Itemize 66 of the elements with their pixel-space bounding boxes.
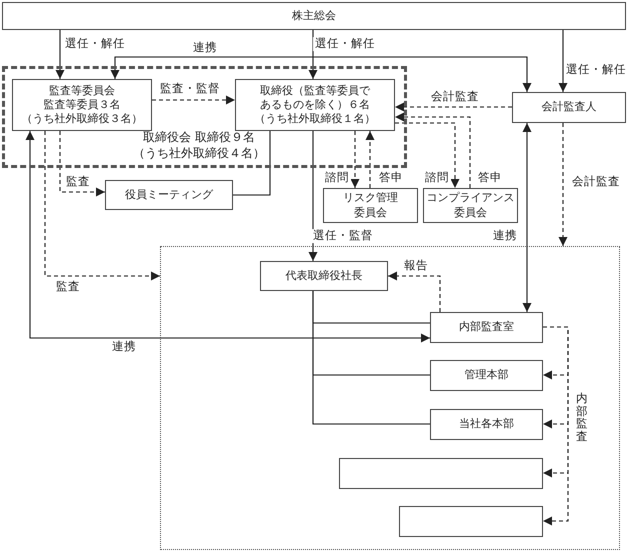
box-label: コンプライアンス委員会: [425, 191, 516, 220]
connector-line: [233, 131, 271, 196]
box-label: 内部監査室: [459, 320, 514, 335]
box-label: リスク管理委員会: [342, 191, 399, 220]
edge-label: 諮問: [423, 171, 451, 185]
edge-label: 諮問: [323, 171, 351, 185]
connector-arrow: [395, 102, 512, 112]
box-label: 監査等委員会: [49, 84, 115, 98]
connector-arrow: [366, 131, 374, 188]
connector-arrow: [350, 131, 360, 188]
edge-label: 会計監査: [570, 175, 622, 189]
connector-arrow: [26, 131, 430, 342]
connector-arrow: [59, 131, 105, 196]
org-box: [235, 79, 395, 131]
box-label: 株主総会: [292, 8, 336, 24]
edge-label: 報告: [402, 259, 430, 273]
scope-frame: [160, 246, 620, 550]
edge-label: 選任・監督: [311, 229, 375, 243]
connector-arrow: [388, 272, 441, 312]
box-label: （うち社外取締役３名）: [22, 112, 142, 126]
box-label: 代表取締役社長: [286, 268, 362, 284]
org-box: [512, 92, 626, 123]
box-label: 取締役（監査等委員であるものを除く）６名: [258, 84, 372, 112]
box-label: 管理本部: [464, 368, 508, 383]
edge-label: 会計監査: [429, 90, 481, 104]
box-label: 監査等委員３名: [44, 98, 120, 112]
edge-label: 監査・監督: [158, 82, 222, 96]
box-label: （うち社外取締役１名）: [254, 112, 376, 126]
org-box: [323, 188, 418, 223]
note-label: 内部監査: [576, 392, 588, 443]
org-box: [2, 2, 626, 30]
board-label: （うち社外取締役４名）: [133, 145, 265, 162]
box-label: 役員ミーティング: [125, 188, 213, 202]
connector-arrow: [543, 326, 569, 526]
edge-label: 選任・解任: [313, 37, 377, 51]
org-box: [430, 360, 543, 391]
connector-arrow: [558, 30, 568, 92]
connector-arrow: [308, 30, 318, 79]
edge-label: 選任・解任: [564, 63, 628, 77]
connector-arrow: [56, 30, 64, 79]
connector-line: [312, 291, 430, 425]
box-label: 会計監査人: [542, 100, 596, 115]
connector-arrow: [522, 123, 532, 312]
org-box: [260, 261, 388, 291]
org-box: [430, 312, 543, 343]
org-box: [430, 409, 543, 440]
board-frame: [2, 66, 407, 168]
connector-arrow: [308, 131, 318, 261]
edge-label: 連携: [191, 41, 219, 55]
edge-label: 連携: [110, 340, 138, 354]
box-label: 当社各本部: [459, 417, 514, 432]
connector-arrow: [395, 122, 460, 188]
org-box: [105, 180, 233, 210]
connector-arrow: [44, 131, 160, 280]
connector-arrow: [110, 56, 532, 92]
board-label: 取締役会 取締役９名: [142, 129, 256, 146]
edge-label: 監査: [54, 280, 82, 294]
connector-arrow: [558, 123, 568, 246]
empty-box: [339, 458, 543, 489]
connector-arrow: [152, 96, 235, 104]
org-box: [12, 79, 152, 131]
empty-box: [399, 506, 543, 537]
edge-label: 選任・解任: [63, 37, 127, 51]
edge-label: 監査: [64, 175, 92, 189]
connector-arrow: [395, 112, 471, 188]
edge-label: 連携: [491, 229, 519, 243]
